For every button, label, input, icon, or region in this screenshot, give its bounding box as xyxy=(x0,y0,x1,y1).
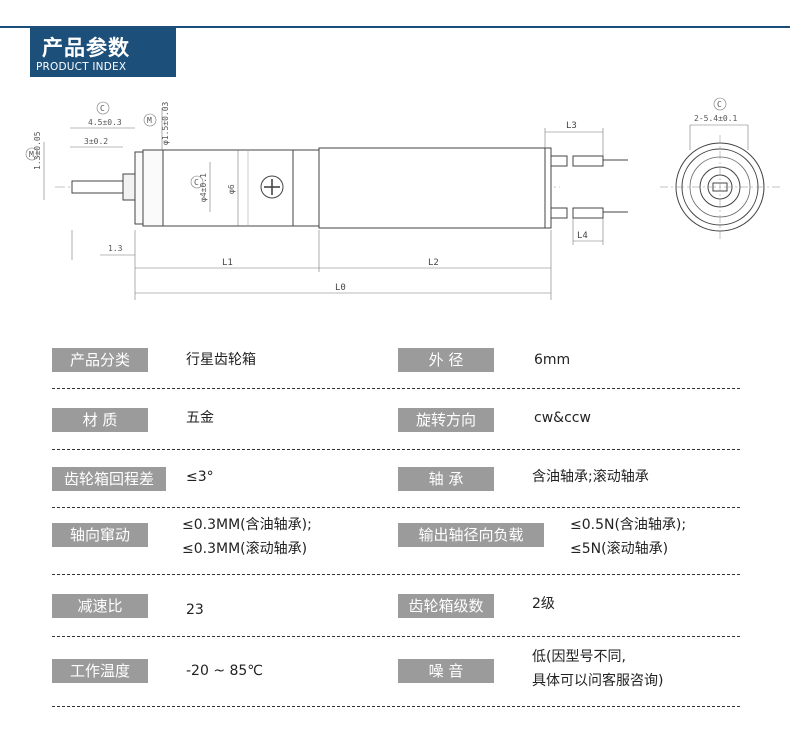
header-divider xyxy=(0,26,790,28)
dim-phi-4: φ4±0.1 xyxy=(199,173,208,202)
spec-value-rotation: cw&ccw xyxy=(534,410,591,426)
dim-l2: L2 xyxy=(428,258,439,268)
spec-value-temperature: -20 ~ 85℃ xyxy=(186,663,264,679)
dim-l0: L0 xyxy=(335,283,346,293)
spec-label-category: 产品分类 xyxy=(52,348,148,372)
spec-label-rotation: 旋转方向 xyxy=(398,408,494,432)
spec-value-diameter: 6mm xyxy=(534,352,571,368)
spec-label-axial-play: 轴向窜动 xyxy=(52,523,148,547)
spec-value-axial-play-1: ≤0.3MM(含油轴承); xyxy=(182,517,312,533)
spec-value-axial-play-2: ≤0.3MM(滚动轴承) xyxy=(182,541,308,557)
section-title-block: 产品参数 PRODUCT INDEX xyxy=(30,27,176,77)
spec-label-material: 材 质 xyxy=(52,408,148,432)
dim-l4: L4 xyxy=(577,231,588,241)
spec-value-backlash: ≤3° xyxy=(186,469,214,485)
dim-1-3: 1.3 xyxy=(108,244,123,253)
spec-label-backlash: 齿轮箱回程差 xyxy=(52,467,166,491)
spec-row: 减速比 23 齿轮箱级数 2级 xyxy=(52,592,740,637)
spec-row: 轴向窜动 ≤0.3MM(含油轴承); ≤0.3MM(滚动轴承) 输出轴径向负载 … xyxy=(52,512,740,575)
end-view: 2-5.4±0.1 C xyxy=(660,97,780,240)
spec-value-radial-load-2: ≤5N(滚动轴承) xyxy=(570,541,669,557)
spec-value-bearing: 含油轴承;滚动轴承 xyxy=(532,469,649,485)
spec-row: 材 质 五金 旋转方向 cw&ccw xyxy=(52,406,740,450)
spec-value-stages: 2级 xyxy=(532,596,555,612)
spec-label-ratio: 减速比 xyxy=(52,594,148,618)
spec-label-noise: 噪 音 xyxy=(398,659,494,683)
technical-drawing: 4.5±0.3 C 3±0.2 1.3±0.05 M φ1.5±0.03 M φ… xyxy=(25,97,780,300)
spec-row: 齿轮箱回程差 ≤3° 轴 承 含油轴承;滚动轴承 xyxy=(52,465,740,508)
spec-value-material: 五金 xyxy=(186,410,214,426)
spec-value-ratio: 23 xyxy=(186,602,204,618)
spec-label-stages: 齿轮箱级数 xyxy=(398,594,494,618)
dim-1-3-left: 1.3±0.05 xyxy=(33,131,42,170)
section-subtitle: PRODUCT INDEX xyxy=(36,61,127,73)
dim-mark-c2: C xyxy=(194,178,199,187)
dim-l1: L1 xyxy=(222,258,233,268)
spec-label-diameter: 外 径 xyxy=(398,348,494,372)
spec-label-temperature: 工作温度 xyxy=(52,659,148,683)
dim-3: 3±0.2 xyxy=(84,137,108,146)
dim-mark-m: M xyxy=(29,150,34,159)
dim-mark-c: C xyxy=(100,104,105,113)
spec-value-category: 行星齿轮箱 xyxy=(186,352,256,368)
section-title: 产品参数 xyxy=(42,36,130,60)
spec-label-radial-load: 输出轴径向负载 xyxy=(398,523,544,547)
spec-row: 产品分类 行星齿轮箱 外 径 6mm xyxy=(52,346,740,389)
dim-mark-c3: C xyxy=(717,100,722,109)
dim-phi-1-5: φ1.5±0.03 xyxy=(161,101,170,145)
dim-mark-m2: M xyxy=(147,116,152,125)
dim-2-5-4: 2-5.4±0.1 xyxy=(694,114,738,123)
spec-row: 工作温度 -20 ~ 85℃ 噪 音 低(因型号不同, 具体可以问客服咨询) xyxy=(52,644,740,707)
dim-4-5: 4.5±0.3 xyxy=(88,118,122,127)
dim-phi-6: φ6 xyxy=(227,184,236,194)
spec-value-noise-2: 具体可以问客服咨询) xyxy=(532,673,664,689)
spec-value-radial-load-1: ≤0.5N(含油轴承); xyxy=(570,517,687,533)
spec-value-noise-1: 低(因型号不同, xyxy=(532,649,626,665)
dim-l3: L3 xyxy=(566,121,577,131)
spec-label-bearing: 轴 承 xyxy=(398,467,494,491)
